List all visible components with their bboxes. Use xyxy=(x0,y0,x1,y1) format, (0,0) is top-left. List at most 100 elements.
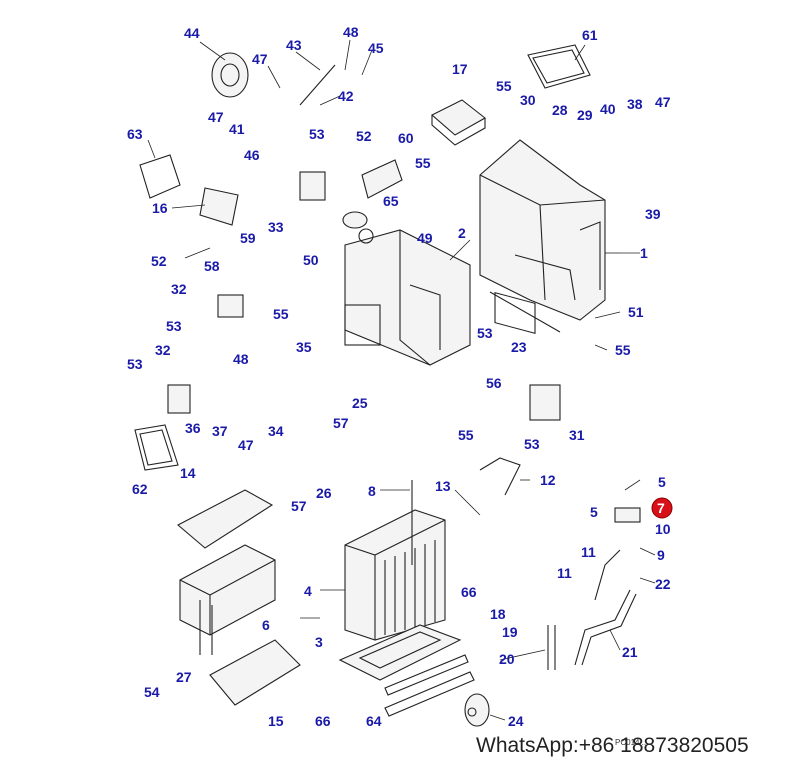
callout-59: 59 xyxy=(240,230,256,246)
grommet-24-part xyxy=(464,693,490,727)
dial-44-part xyxy=(211,52,249,98)
filter-16-part xyxy=(199,187,239,226)
callout-11b: 11 xyxy=(557,565,572,581)
callout-47c: 47 xyxy=(655,94,671,110)
callout-7: 7 xyxy=(657,500,665,516)
callout-24: 24 xyxy=(508,713,524,729)
filter-17-part xyxy=(431,99,486,146)
callout-28: 28 xyxy=(552,102,568,118)
callout-5a: 5 xyxy=(658,474,666,490)
unit-case-part xyxy=(479,139,606,335)
callout-1: 1 xyxy=(640,245,648,261)
filter-14-part xyxy=(177,489,274,549)
gasket-63-part xyxy=(139,154,181,199)
leader-lines xyxy=(147,39,656,721)
callout-63: 63 xyxy=(127,126,143,142)
callout-55e: 55 xyxy=(458,427,474,443)
watermark-text: WhatsApp:+86 18873820505 xyxy=(476,734,749,757)
callout-25: 25 xyxy=(352,395,368,411)
tray-3-part xyxy=(338,624,462,681)
callout-55a: 55 xyxy=(496,78,512,94)
motor-65-part xyxy=(342,211,368,229)
callout-18: 18 xyxy=(490,606,506,622)
callout-2: 2 xyxy=(458,225,466,241)
callout-50: 50 xyxy=(303,252,319,268)
heater-core-part xyxy=(179,544,276,655)
callout-37: 37 xyxy=(212,423,228,439)
strip-64-part xyxy=(384,654,475,717)
callout-36: 36 xyxy=(185,420,201,436)
callout-48b: 48 xyxy=(233,351,249,367)
callout-66a: 66 xyxy=(461,584,477,600)
callout-64: 64 xyxy=(366,713,382,729)
callout-65: 65 xyxy=(383,193,399,209)
callout-52b: 52 xyxy=(151,253,167,269)
rod-43-part xyxy=(299,64,336,106)
callout-labels: 1 2 3 4 5 5 6 7 8 9 10 11 11 12 13 14 15… xyxy=(127,24,673,729)
callout-53b: 53 xyxy=(166,318,182,334)
callout-32b: 32 xyxy=(155,342,171,358)
callout-62: 62 xyxy=(132,481,148,497)
callout-49: 49 xyxy=(417,230,433,246)
callout-53c: 53 xyxy=(127,356,143,372)
filter-60-part xyxy=(361,159,403,199)
callout-29: 29 xyxy=(577,107,593,123)
callout-8: 8 xyxy=(368,483,376,499)
callout-57b: 57 xyxy=(291,498,307,514)
actuator-31-part xyxy=(529,384,561,421)
callout-66b: 66 xyxy=(315,713,331,729)
evaporator-part xyxy=(344,480,446,641)
callout-32a: 32 xyxy=(171,281,187,297)
callout-44: 44 xyxy=(184,25,200,41)
callout-31: 31 xyxy=(569,427,585,443)
callout-51: 51 xyxy=(628,304,644,320)
callout-53d: 53 xyxy=(477,325,493,341)
callout-20: 20 xyxy=(499,651,515,667)
rod-23-part xyxy=(489,291,561,333)
callout-57a: 57 xyxy=(333,415,349,431)
callout-42: 42 xyxy=(338,88,354,104)
callout-56: 56 xyxy=(486,375,502,391)
blower-case-part xyxy=(344,228,471,366)
callout-9: 9 xyxy=(657,547,665,563)
callout-60: 60 xyxy=(398,130,414,146)
callout-38: 38 xyxy=(627,96,643,112)
callout-35: 35 xyxy=(296,339,312,355)
callout-47d: 47 xyxy=(238,437,254,453)
callout-48a: 48 xyxy=(343,24,359,40)
gasket-61-part xyxy=(527,44,591,89)
callout-55d: 55 xyxy=(615,342,631,358)
callout-53a: 53 xyxy=(309,126,325,142)
pipe-9-part xyxy=(594,549,621,601)
pipe-12-part xyxy=(479,457,521,496)
callout-43: 43 xyxy=(286,37,302,53)
callout-14: 14 xyxy=(180,465,196,481)
callout-6: 6 xyxy=(262,617,270,633)
gasket-62-part xyxy=(134,424,179,471)
callout-16: 16 xyxy=(152,200,168,216)
callout-5b: 5 xyxy=(590,504,598,520)
callout-55c: 55 xyxy=(273,306,289,322)
valve-7-part xyxy=(614,507,641,523)
callout-47a: 47 xyxy=(252,51,268,67)
callout-33: 33 xyxy=(268,219,284,235)
callout-30: 30 xyxy=(520,92,536,108)
filter-15-part xyxy=(209,639,301,706)
callout-19: 19 xyxy=(502,624,518,640)
callout-12: 12 xyxy=(540,472,556,488)
pipe-21-part xyxy=(574,589,637,666)
callout-52a: 52 xyxy=(356,128,372,144)
callout-15: 15 xyxy=(268,713,284,729)
callout-23: 23 xyxy=(511,339,527,355)
callout-58: 58 xyxy=(204,258,220,274)
callout-45: 45 xyxy=(368,40,384,56)
pipe-20-part xyxy=(547,625,556,670)
callout-40: 40 xyxy=(600,101,616,117)
callout-4: 4 xyxy=(304,583,312,599)
callout-55b: 55 xyxy=(415,155,431,171)
callout-7-highlight-circle xyxy=(651,497,673,519)
callout-53e: 53 xyxy=(524,436,540,452)
actuator-32-part xyxy=(167,294,244,414)
callout-22: 22 xyxy=(655,576,671,592)
